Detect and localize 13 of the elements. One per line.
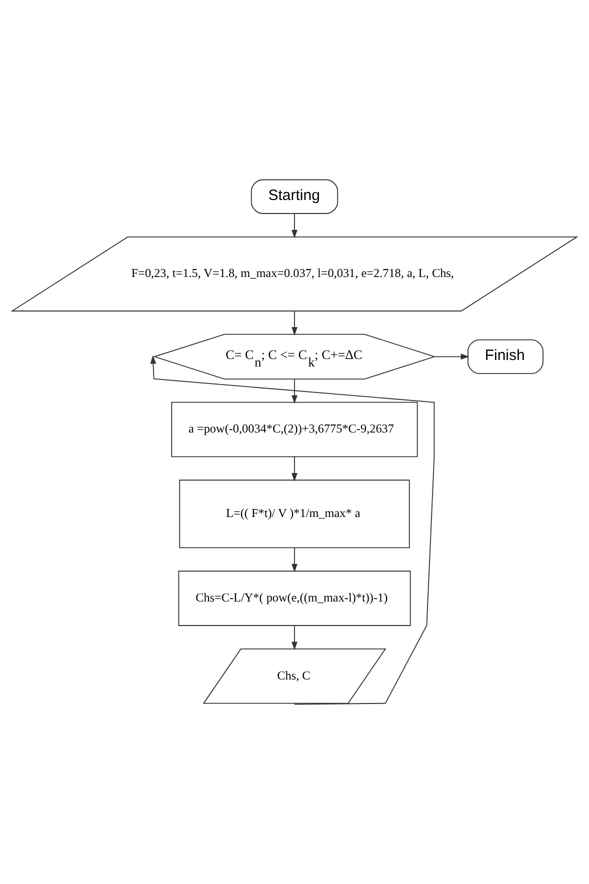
arrow — [292, 456, 298, 482]
arrow — [292, 625, 298, 650]
arrow — [292, 547, 298, 572]
arrow — [150, 355, 435, 705]
node-box: a =pow(-0,0034*C,(2))+3,6775*C-9,2637 — [171, 402, 418, 458]
node-box: L=(( F*t)/ V )*1/m_max* a — [179, 480, 410, 548]
node-box: Chs=C-L/Y*( pow(e,((m_max-l)*t))-1) — [178, 570, 411, 626]
arrow — [292, 213, 298, 238]
node-box: Starting — [250, 179, 338, 214]
node-box: Finish — [468, 339, 544, 374]
arrow — [292, 378, 298, 404]
arrow — [434, 354, 470, 360]
arrow — [292, 310, 298, 336]
